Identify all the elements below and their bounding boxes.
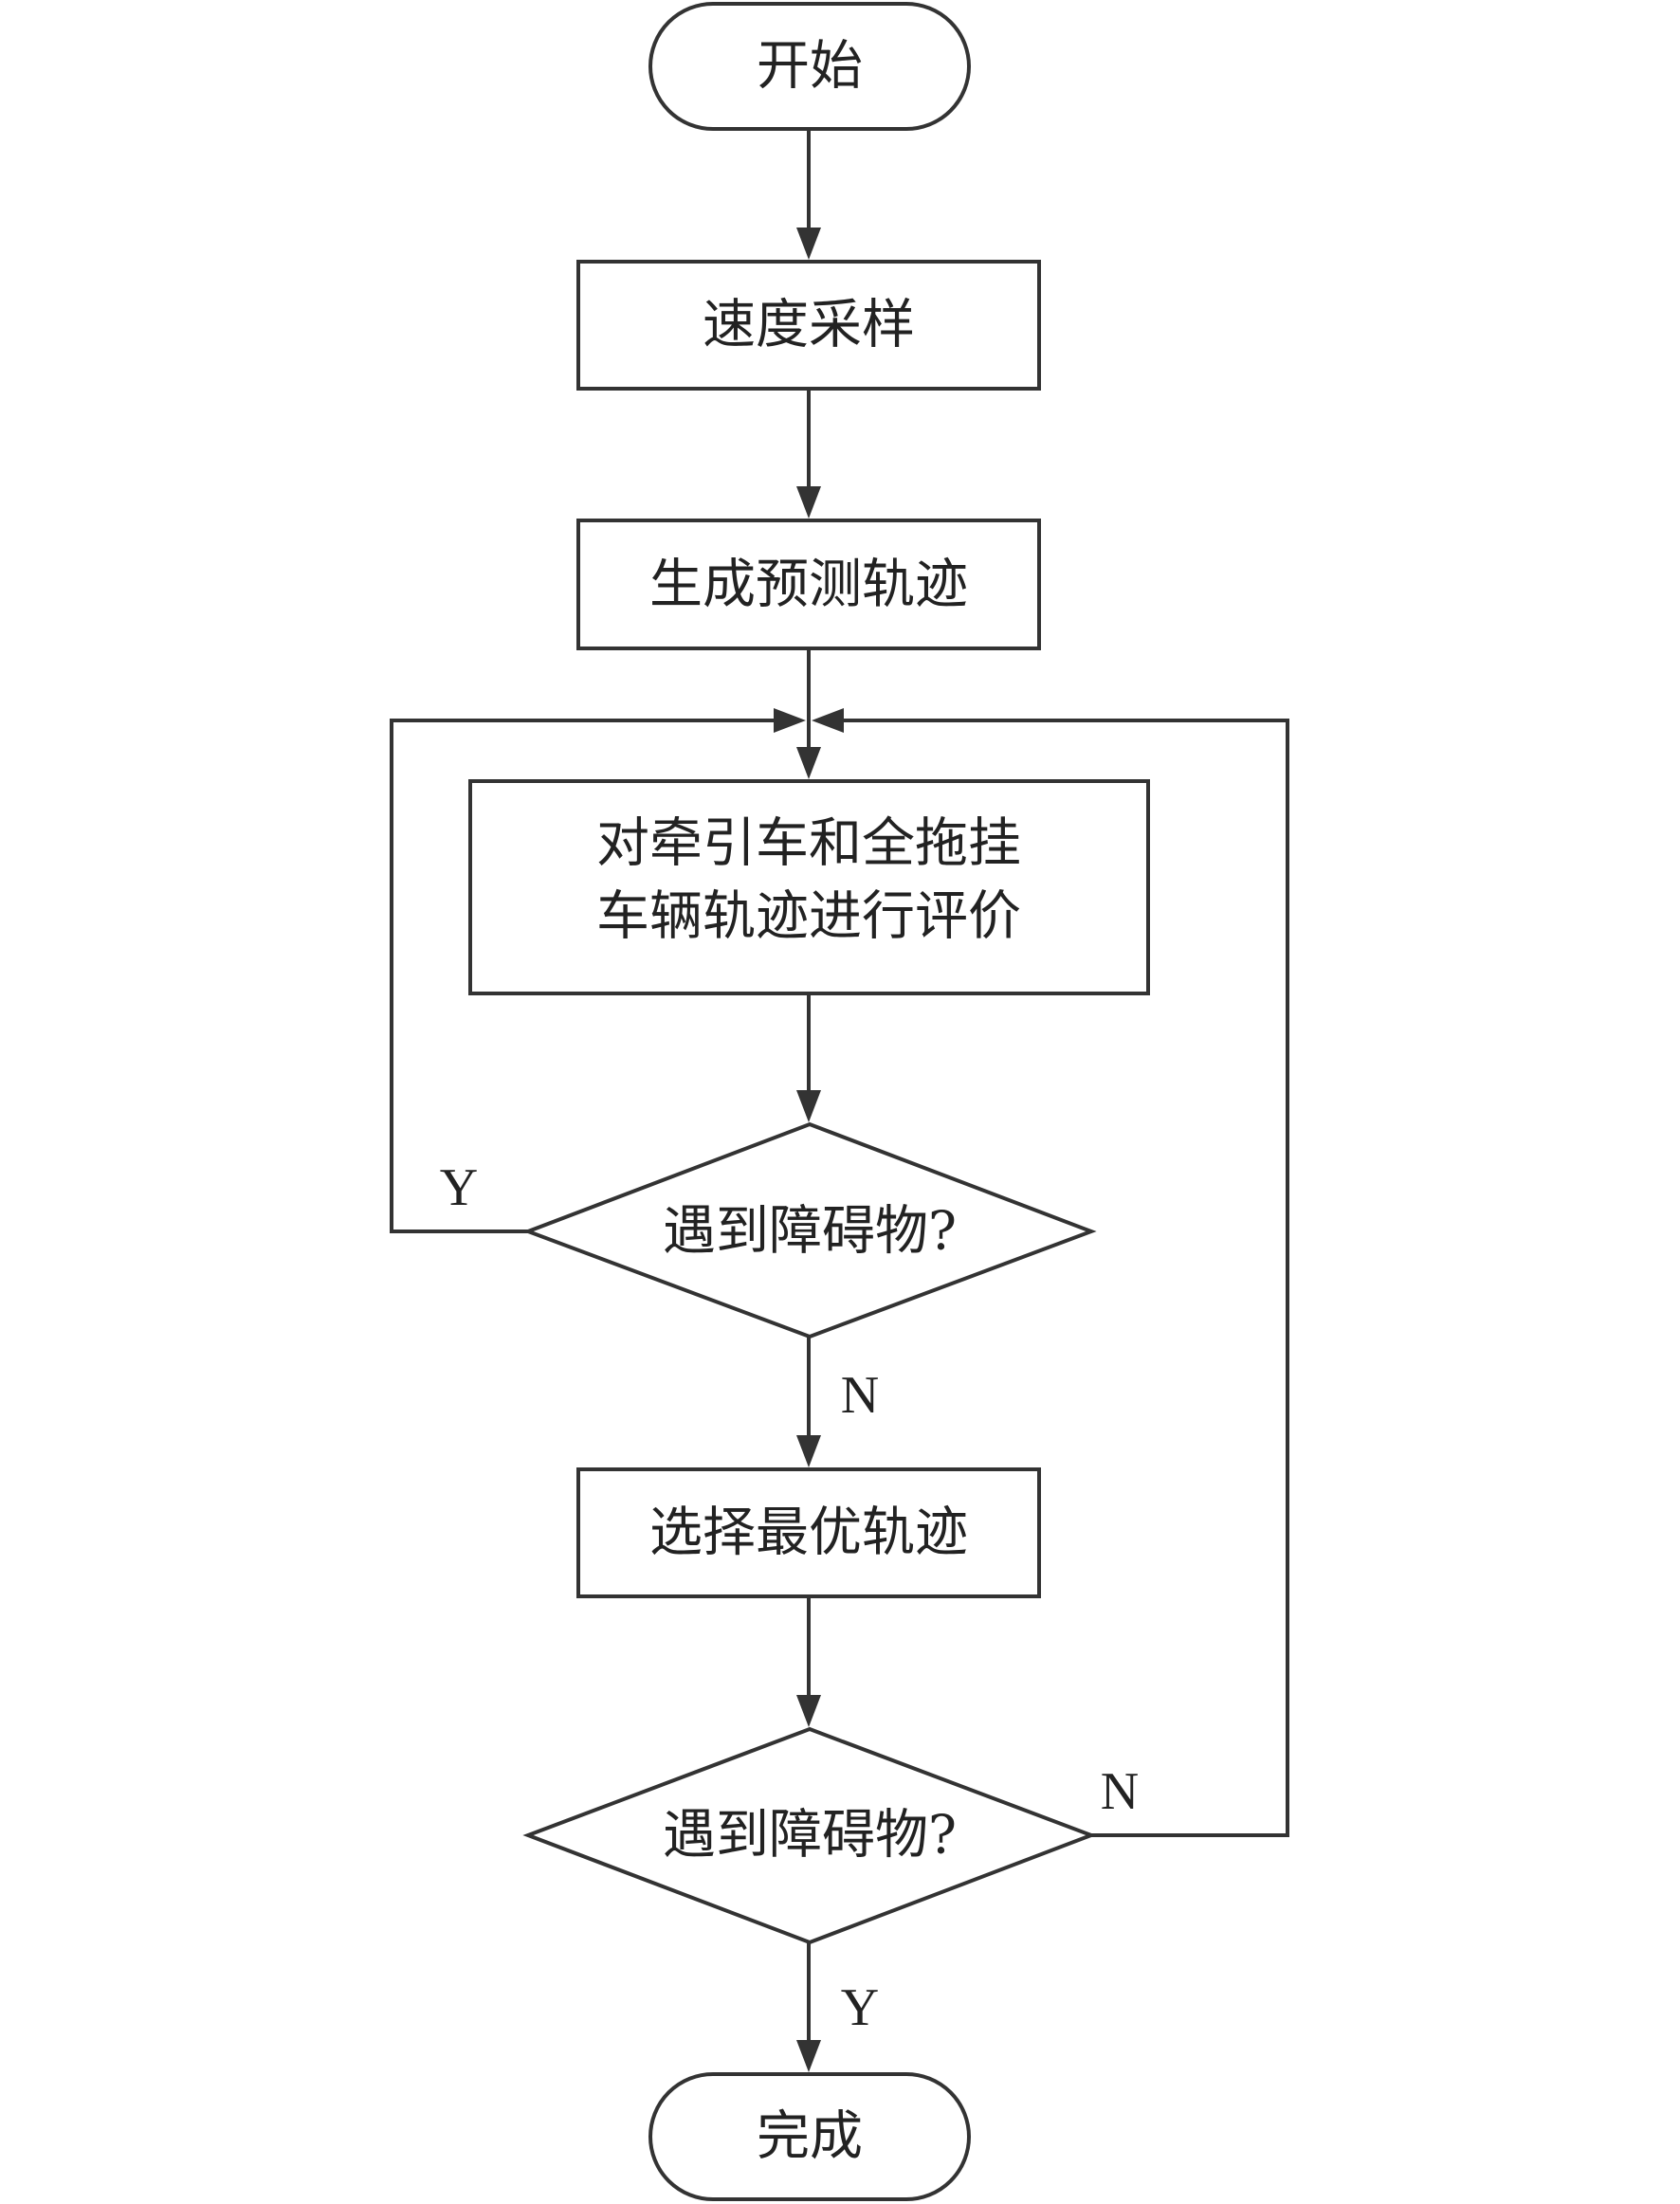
arrowhead [796,486,821,519]
decision1-yes-label: Y [440,1158,478,1217]
end-node: 完成 [648,2072,971,2201]
arrowhead [796,1090,821,1122]
arrowhead [796,2040,821,2072]
evaluate-label-line1: 对牵引车和全拖挂 [596,813,1021,875]
evaluate-trajectory-node: 对牵引车和全拖挂 车辆轨迹进行评价 [468,779,1150,995]
connector-select-to-decision2 [796,1596,821,1727]
obstacle-decision-2: 遇到障碍物? [522,1726,1097,1945]
decision-2-label: 遇到障碍物? [663,1805,957,1867]
select-optimal-label: 选择最优轨迹 [649,1503,968,1564]
start-node: 开始 [648,2,971,131]
end-label: 完成 [757,2106,863,2168]
connector-evaluate-to-decision1 [796,993,821,1122]
arrowhead [796,228,821,260]
select-optimal-node: 选择最优轨迹 [576,1467,1041,1598]
arrowhead [796,747,821,779]
generate-trajectory-node: 生成预测轨迹 [576,519,1041,650]
speed-sampling-label: 速度采样 [703,295,915,356]
start-label: 开始 [757,36,863,98]
speed-sampling-node: 速度采样 [576,260,1041,391]
obstacle-decision-1: 遇到障碍物? [522,1121,1097,1339]
connector-decision2-yes [796,1942,821,2072]
connector-decision1-no [796,1337,821,1467]
arrowhead [796,1435,821,1467]
connector-sampling-to-generate [796,389,821,519]
connector-decision2-no-loop [812,708,1289,1837]
decision2-yes-label: Y [841,1978,879,2037]
arrowhead [796,1695,821,1727]
connector-decision1-yes-loop [390,708,806,1233]
decision1-no-label: N [841,1366,879,1425]
connector-start-to-sampling [796,129,821,260]
arrowhead [774,708,806,733]
evaluate-label-line2: 车辆轨迹进行评价 [596,886,1021,948]
decision-1-label: 遇到障碍物? [663,1201,957,1263]
decision2-no-label: N [1101,1762,1139,1821]
arrowhead [812,708,844,733]
generate-trajectory-label: 生成预测轨迹 [649,555,968,616]
connector-generate-to-evaluate [796,648,821,779]
